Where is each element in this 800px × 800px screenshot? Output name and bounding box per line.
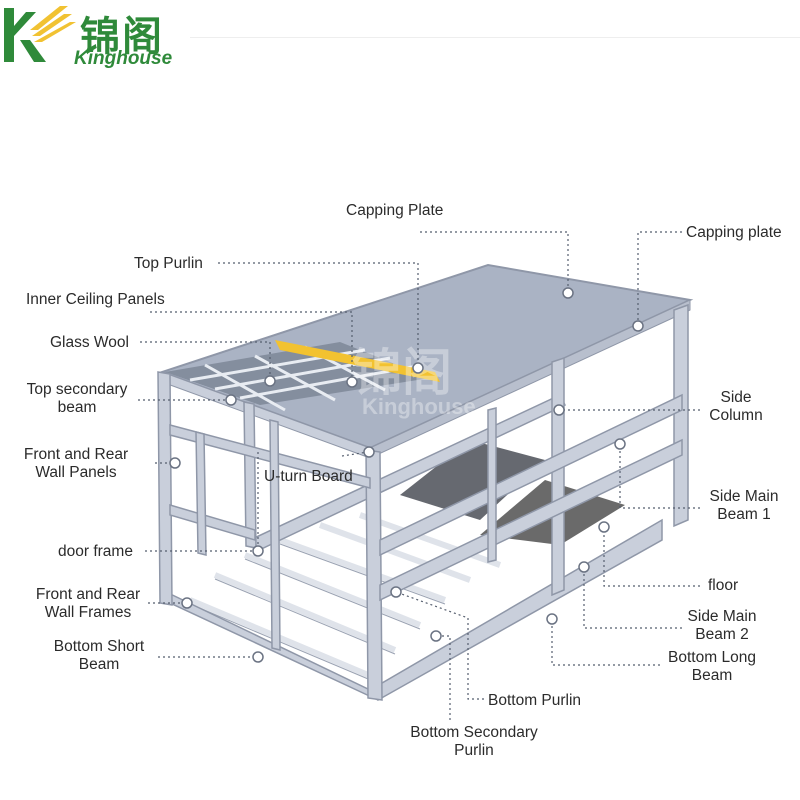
back-left-column <box>243 401 257 549</box>
watermark-cn: 锦阁 <box>352 344 452 402</box>
dot-side-column <box>553 404 565 416</box>
label-side-column: Side Column <box>709 389 763 424</box>
label-capping-plate-right: Capping plate <box>686 224 782 241</box>
leader-capping-plate-right <box>637 231 682 325</box>
label-door-frame: door frame <box>58 543 133 560</box>
leader-side-main-beam-1 <box>619 445 700 509</box>
front-right-column <box>365 449 383 701</box>
label-front-rear-wall-panels: Front and Rear Wall Panels <box>23 446 129 481</box>
label-side-main-beam-1: Side Main Beam 1 <box>709 488 779 523</box>
dot-front-rear-wall-panels <box>169 457 181 469</box>
label-bottom-secondary-purlin: Bottom Secondary Purlin <box>410 724 538 759</box>
dot-door-frame <box>252 545 264 557</box>
label-side-main-beam-2: Side Main Beam 2 <box>687 608 757 643</box>
label-top-purlin: Top Purlin <box>134 255 203 272</box>
header-divider <box>190 37 800 38</box>
dot-inner-ceiling <box>346 376 358 388</box>
dot-glass-wool <box>264 375 276 387</box>
dot-capping-plate-right <box>632 320 644 332</box>
dot-side-main-beam-1 <box>614 438 626 450</box>
label-u-turn-board: U-turn Board <box>264 468 353 485</box>
bottom-short-beam <box>160 588 379 701</box>
side-main-beam-1 <box>379 393 683 557</box>
watermark: 锦阁 Kinghouse <box>352 344 476 419</box>
brand-name-cn: 锦阁 <box>80 14 164 60</box>
leader-glass-wool <box>140 341 271 380</box>
leader-top-purlin <box>218 262 419 368</box>
door-frame-post <box>195 431 207 556</box>
leader-bottom-long-beam <box>551 620 660 666</box>
leader-dots <box>169 287 644 663</box>
glass-wool-strip <box>275 340 440 382</box>
steel-frame <box>157 303 689 701</box>
floor-panel-left <box>400 440 545 520</box>
kinghouse-k-logo-icon <box>4 6 76 62</box>
label-floor: floor <box>708 577 739 594</box>
dot-bottom-purlin <box>390 586 402 598</box>
leader-lines <box>138 231 700 720</box>
brand-name-en: Kinghouse <box>74 48 173 69</box>
leader-side-main-beam-2 <box>583 568 682 629</box>
side-main-beam-2 <box>379 438 683 602</box>
dot-bottom-long-beam <box>546 613 558 625</box>
leader-bottom-purlin <box>395 591 484 700</box>
door-frame-lower <box>169 503 256 542</box>
back-wall-frame-post <box>487 407 497 563</box>
dot-capping-plate-top <box>562 287 574 299</box>
label-capping-plate-top: Capping Plate <box>346 202 444 219</box>
brand-logo: 锦阁 Kinghouse <box>0 0 200 72</box>
watermark-en: Kinghouse <box>362 394 476 419</box>
dot-u-turn-board <box>363 446 375 458</box>
dot-front-rear-wall-frames <box>181 597 193 609</box>
dot-floor <box>598 521 610 533</box>
label-front-rear-wall-frames: Front and Rear Wall Frames <box>35 586 141 621</box>
dot-side-main-beam-2 <box>578 561 590 573</box>
label-inner-ceiling-panels: Inner Ceiling Panels <box>26 291 165 308</box>
side-column <box>551 356 565 597</box>
label-top-secondary-beam: Top secondary beam <box>26 381 128 416</box>
label-bottom-purlin: Bottom Purlin <box>488 692 582 709</box>
leader-inner-ceiling <box>150 311 353 382</box>
leader-floor <box>603 528 700 587</box>
label-glass-wool: Glass Wool <box>50 334 129 351</box>
dot-top-secondary-beam <box>225 394 237 406</box>
label-bottom-short-beam: Bottom Short Beam <box>53 638 145 673</box>
label-bottom-long-beam: Bottom Long Beam <box>668 649 756 684</box>
dot-top-purlin <box>412 362 424 374</box>
dot-bottom-secondary-purlin <box>430 630 442 642</box>
back-right-column <box>673 303 689 528</box>
bottom-long-beam <box>368 518 663 701</box>
bottom-purlins <box>188 512 502 683</box>
front-left-column <box>157 371 173 606</box>
dot-bottom-short-beam <box>252 651 264 663</box>
leader-door-frame <box>145 450 259 552</box>
front-wall-frame-post <box>269 419 281 651</box>
